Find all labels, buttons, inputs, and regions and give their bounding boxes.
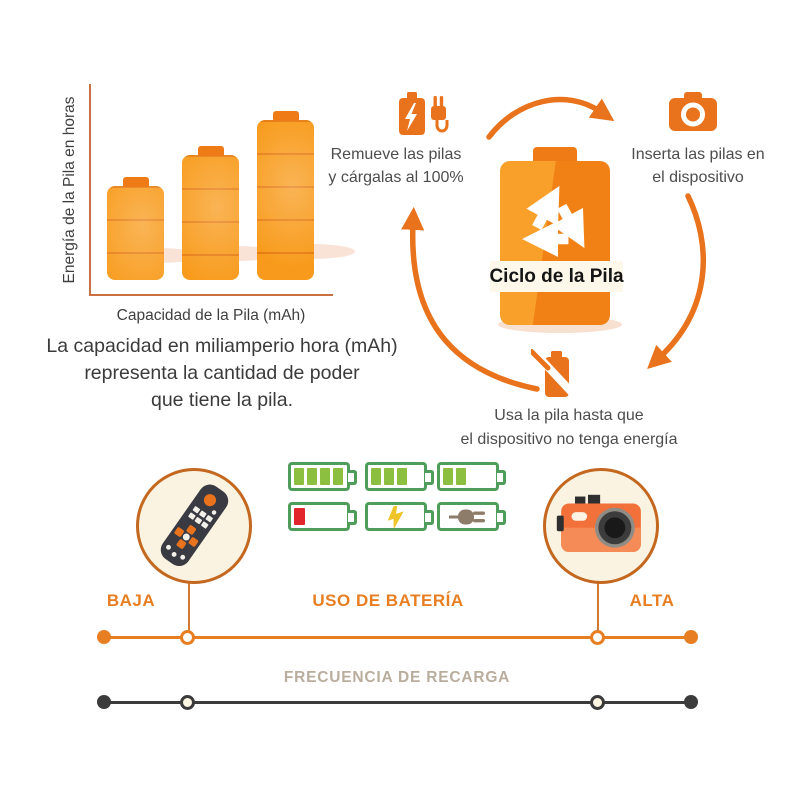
usage-line-high-marker [590, 630, 605, 645]
battery-body [500, 161, 610, 325]
usage-scale-line [104, 636, 692, 639]
camera-device-icon [556, 494, 641, 552]
low-usage-device-circle [136, 468, 252, 584]
recharge-line-low-marker [180, 695, 195, 710]
usage-line-left-dot [97, 630, 111, 644]
charging-bolt-icon [387, 505, 404, 528]
cycle-title: Ciclo de la Pila [489, 261, 624, 292]
chart-x-axis-line [89, 294, 333, 296]
battery-level-full [288, 462, 357, 491]
battery-depleted-icon [531, 349, 581, 402]
battery-charging-plug-icon [399, 92, 449, 135]
battery-cap [122, 177, 149, 187]
battery-terminal [497, 470, 506, 485]
battery-bar-small [107, 177, 164, 280]
high-usage-device-circle [543, 468, 659, 584]
battery-level-2bars [437, 462, 506, 491]
usage-line-low-marker [180, 630, 195, 645]
step-use-text: Usa la pila hasta que el dispositivo no … [460, 407, 678, 448]
chart-y-axis-line [89, 84, 91, 296]
arrow-top-icon [486, 96, 615, 140]
recharge-line-high-marker [590, 695, 605, 710]
step-charge-text: Remueve las pilas y cárgalas al 100% [328, 146, 464, 186]
battery-cap [533, 147, 577, 161]
battery-bar-chart [100, 85, 335, 280]
chart-x-axis-label: Capacidad de la Pila (mAh) [116, 307, 306, 324]
cycle-battery [500, 147, 610, 325]
arrow-right-icon [647, 193, 706, 369]
battery-level-3bars [365, 462, 434, 491]
battery-level-charging [365, 502, 434, 531]
recharge-line-left-dot [97, 695, 111, 709]
battery-terminal [425, 510, 434, 525]
camera-icon [669, 92, 717, 131]
battery-terminal [348, 510, 357, 525]
battery-terminal [425, 470, 434, 485]
usage-low-label: BAJA [106, 591, 156, 610]
recharge-frequency-label: FRECUENCIA DE RECARGA [283, 669, 511, 686]
chart-y-axis-label: Energía de la Pila en horas [61, 96, 78, 284]
remote-control-icon [160, 484, 229, 567]
battery-terminal [348, 470, 357, 485]
description-line: que tiene la pila. [150, 389, 294, 411]
plug-icon [449, 509, 485, 524]
description-line: representa la cantidad de poder [84, 362, 360, 384]
step-insert-text: Inserta las pilas en el dispositivo [631, 146, 765, 186]
recharge-line-right-dot [684, 695, 698, 709]
left-connector-line [188, 581, 190, 637]
description-line: La capacidad en miliamperio hora (mAh) [46, 335, 398, 357]
usage-center-label: USO DE BATERÍA [312, 591, 464, 610]
recycle-icon [522, 185, 585, 257]
battery-terminal [497, 510, 506, 525]
right-connector-line [597, 581, 599, 637]
battery-level-low [288, 502, 357, 531]
capacity-description: La capacidad en miliamperio hora (mAh) r… [0, 333, 452, 414]
battery-level-plugged [437, 502, 506, 531]
battery-level-grid [288, 462, 510, 532]
recharge-scale-line [104, 701, 692, 704]
battery-bar-medium [182, 146, 239, 280]
battery-cap [272, 111, 299, 121]
usage-high-label: ALTA [629, 591, 675, 610]
battery-bar-large [257, 111, 314, 280]
battery-cap [197, 146, 224, 156]
usage-line-right-dot [684, 630, 698, 644]
